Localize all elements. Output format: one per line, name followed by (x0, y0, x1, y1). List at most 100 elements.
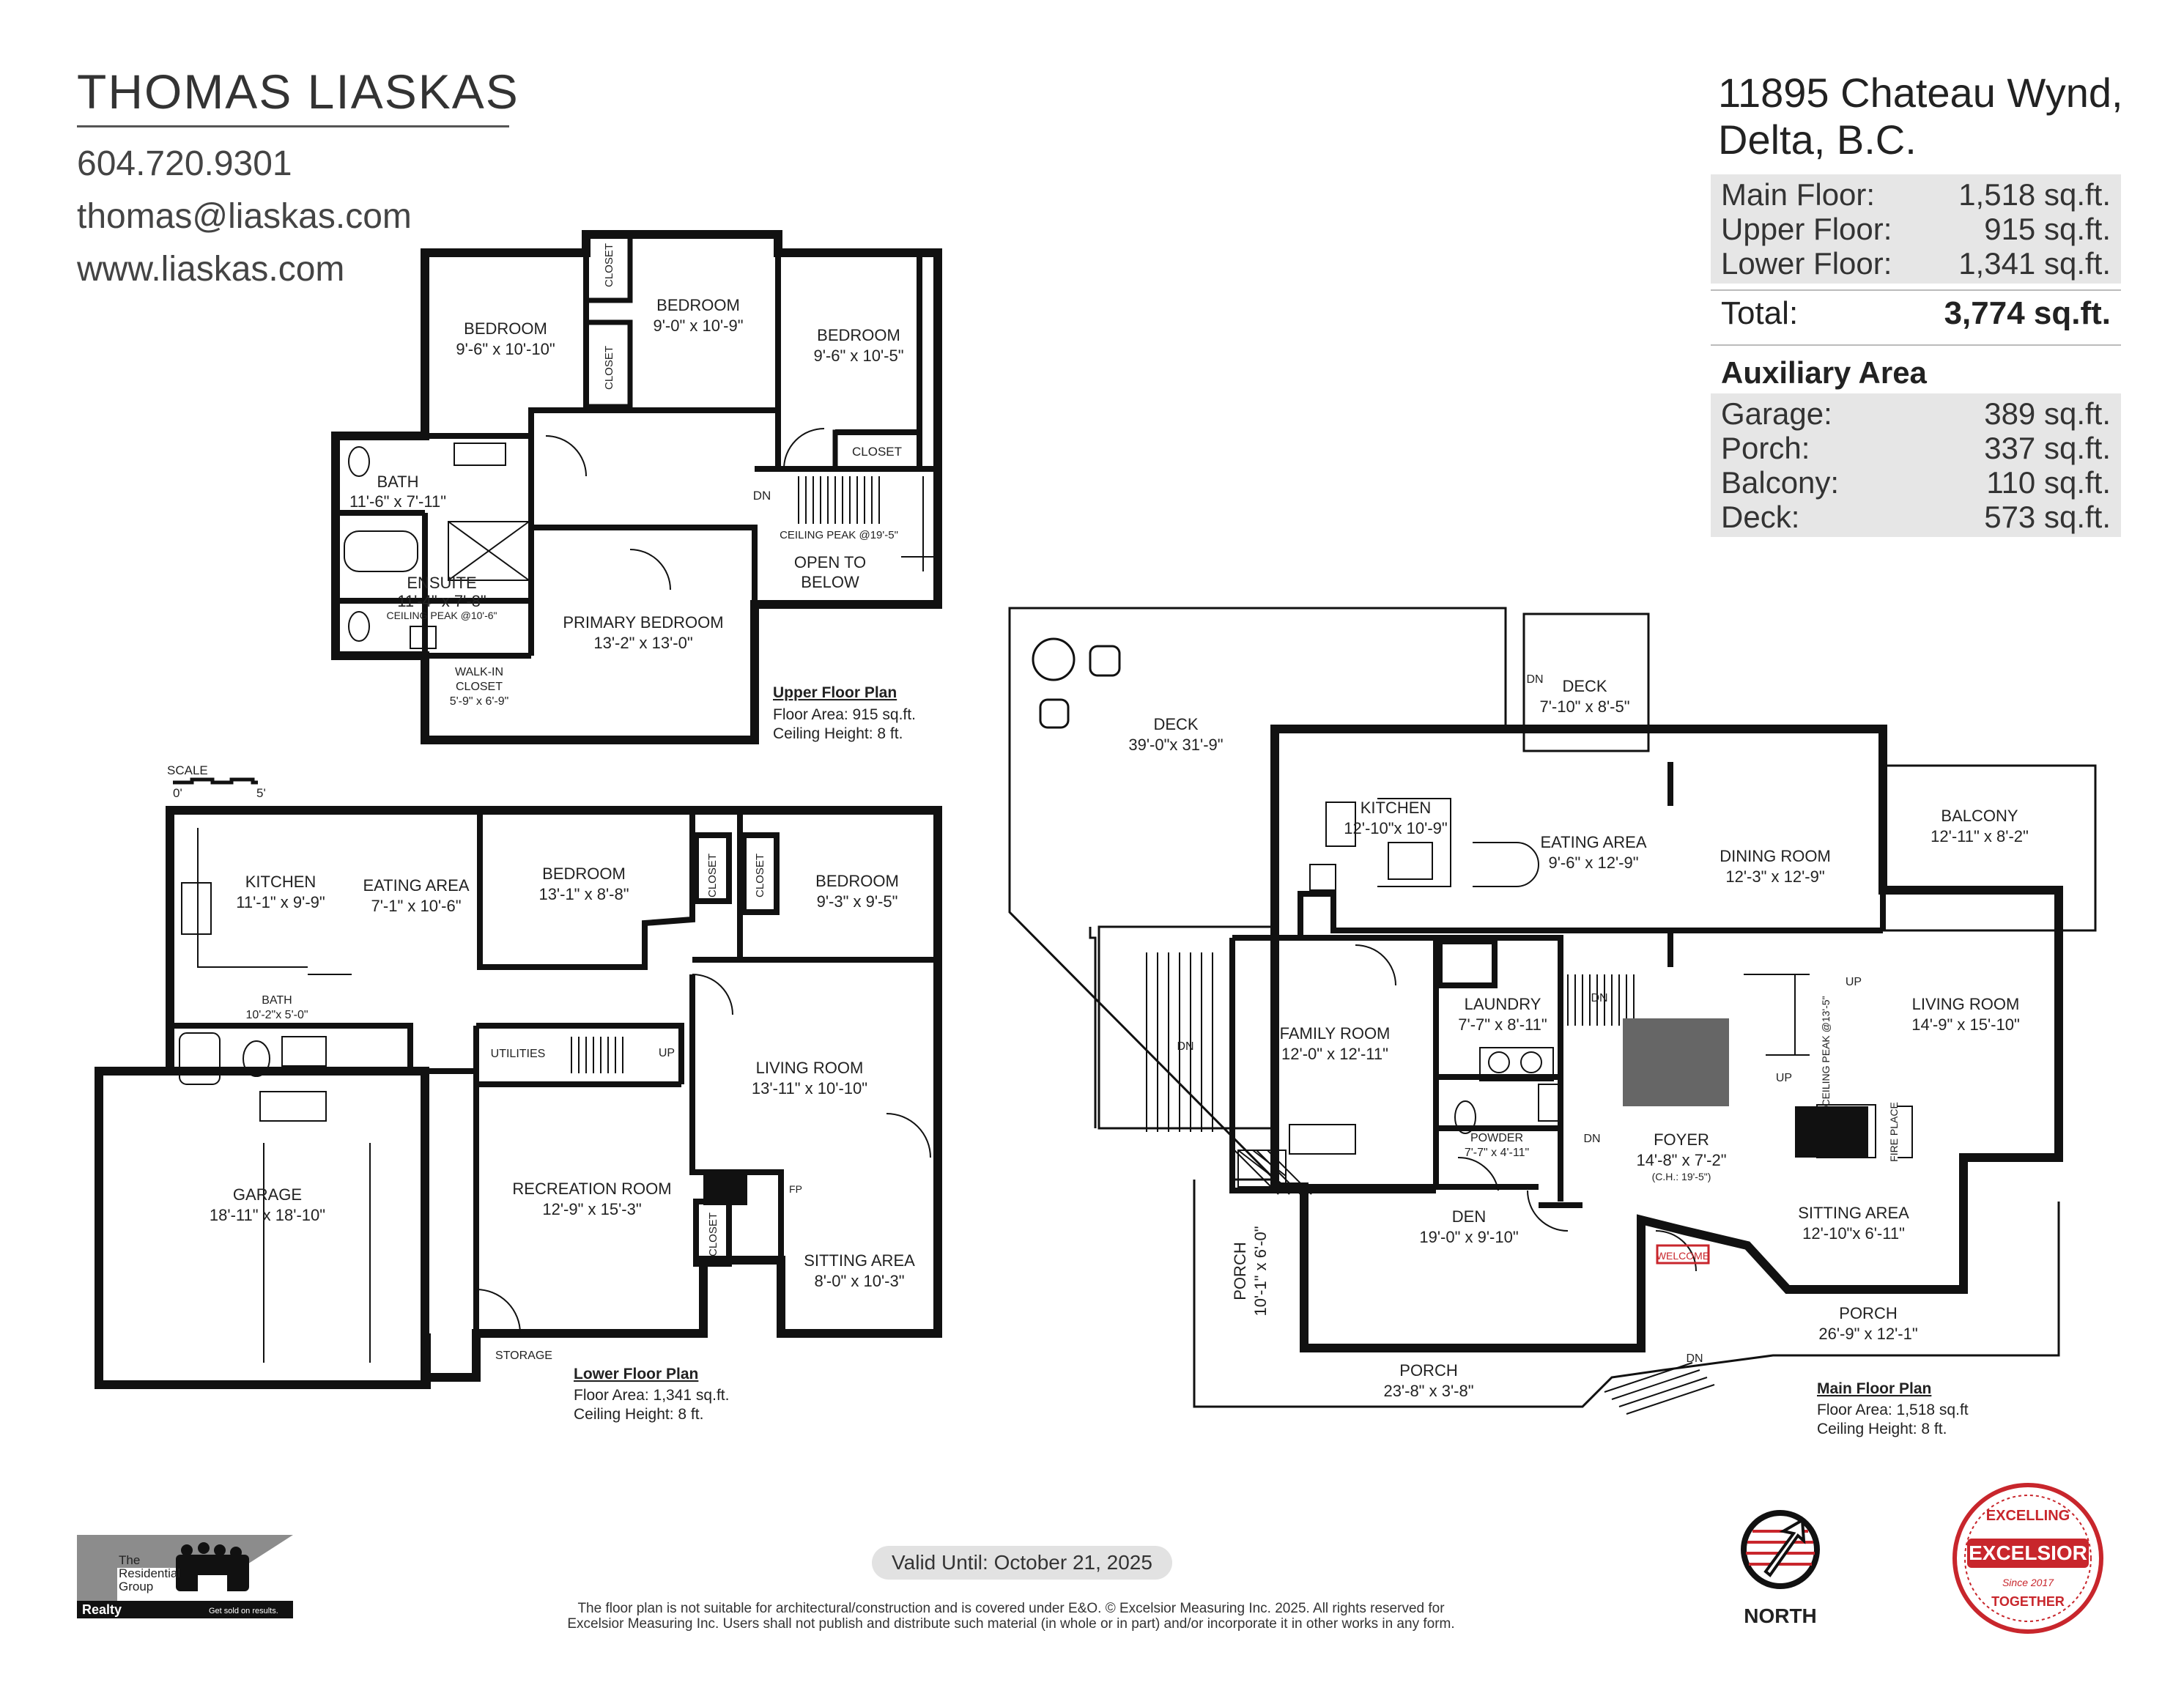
room-dim: 39'-0"x 31'-9" (1128, 736, 1223, 754)
aux-row-porch: Porch:337 sq.ft. (1711, 431, 2121, 465)
agent-phone: 604.720.9301 (77, 144, 292, 183)
room-name: SITTING AREA (804, 1251, 915, 1270)
agent-name: THOMAS LIASKAS (77, 64, 519, 119)
aux-value: 337 sq.ft. (1984, 431, 2111, 465)
room-name: GARAGE (233, 1185, 302, 1204)
room-dim: 11'-4" x 7'-8" (397, 592, 486, 610)
scale-five: 5' (256, 786, 266, 800)
total-rule-bottom (1711, 344, 2121, 346)
room-name: PORCH (1839, 1304, 1897, 1322)
room-name: BEDROOM (542, 865, 626, 883)
room-dim: 13'-2" x 13'-0" (593, 634, 692, 652)
agent-block: THOMAS LIASKAS 604.720.9301 thomas@liask… (77, 62, 519, 296)
disclaimer-line-2: Excelsior Measuring Inc. Users shall not… (567, 1616, 1455, 1632)
room-name: FOYER (1654, 1130, 1709, 1149)
room-name: ENSUITE (407, 574, 476, 592)
trg-text-residential: Residential (119, 1566, 180, 1580)
excelsior-seal-logo: EXCELSIOR EXCELLING Since 2017 TOGETHER (1952, 1483, 2103, 1634)
total-label: Total: (1721, 295, 1799, 331)
disclaimer-line-1: The floor plan is not suitable for archi… (577, 1601, 1445, 1616)
lower-floor-plan (95, 806, 942, 1389)
aux-label: Garage: (1721, 396, 1832, 431)
aux-value: 389 sq.ft. (1984, 396, 2111, 431)
property-address: 11895 Chateau Wynd, Delta, B.C. (1718, 70, 2123, 163)
room-name: BEDROOM (464, 319, 547, 338)
stair-dn-label: DN (753, 489, 771, 503)
scale-label: SCALE (167, 763, 208, 777)
scale-bar: SCALE 0' 5' (167, 763, 266, 800)
room-name: LAUNDRY (1465, 995, 1541, 1013)
room-dim: 19'-0" x 9'-10" (1419, 1228, 1518, 1246)
trg-logo: The Residential Group Realty Get sold on… (77, 1535, 293, 1618)
area-label: Lower Floor: (1721, 246, 1892, 281)
room-dim: 9'-3" x 9'-5" (817, 892, 898, 911)
room-dim: 7'-1" x 10'-6" (371, 897, 461, 915)
address-line-2: Delta, B.C. (1718, 116, 1917, 163)
aux-label: Deck: (1721, 500, 1800, 534)
room-name: KITCHEN (1361, 799, 1432, 817)
plan-ceiling: Ceiling Height: 8 ft. (773, 725, 903, 742)
upper-floor-plan (331, 230, 942, 744)
north-arrow-icon (1741, 1510, 1820, 1589)
scale-zero: 0' (173, 786, 182, 800)
room-name: DECK (1562, 677, 1607, 695)
trg-text-group: Group (119, 1580, 153, 1593)
aux-row-garage: Garage: 389 sq.ft. (1711, 396, 2121, 431)
area-label: Main Floor: (1721, 177, 1876, 212)
upper-floor-labels: BEDROOM 9'-6" x 10'-10" BEDROOM 9'-0" x … (349, 243, 904, 708)
room-name: FAMILY ROOM (1280, 1024, 1391, 1043)
stair-up-label: UP (1846, 976, 1862, 988)
aux-value: 110 sq.ft. (1986, 465, 2111, 500)
stair-dn-label: DN (1686, 1352, 1703, 1365)
room-dim: 8'-0" x 10'-3" (814, 1272, 904, 1290)
room-name: EATING AREA (1540, 833, 1646, 851)
fireplace-label: FIRE PLACE (1888, 1102, 1900, 1162)
address-line-1: 11895 Chateau Wynd, (1718, 70, 2123, 116)
room-dim: 10'-2"x 5'-0" (245, 1009, 308, 1021)
room-dim: 18'-11" x 18'-10" (210, 1206, 325, 1224)
plan-title: Upper Floor Plan (773, 684, 897, 701)
area-row-main: Main Floor:1,518 sq.ft. (1711, 177, 2121, 212)
stair-dn-label: DN (1591, 992, 1607, 1004)
disclaimer: The floor plan is not suitable for archi… (528, 1601, 1495, 1632)
area-value: 1,341 sq.ft. (1958, 246, 2111, 281)
trg-text-the: The (119, 1553, 140, 1567)
room-dim: 11'-6" x 7'-11" (349, 492, 446, 511)
aux-value: 573 sq.ft. (1984, 500, 2111, 534)
plan-title: Lower Floor Plan (574, 1366, 698, 1382)
seal-since: Since 2017 (2002, 1577, 2054, 1588)
utilities-label: UTILITIES (491, 1048, 546, 1060)
room-dim: 9'-6" x 10'-5" (813, 347, 903, 365)
room-name: LIVING ROOM (756, 1059, 864, 1077)
room-dim: 26'-9" x 12'-1" (1818, 1325, 1917, 1343)
stair-dn-label: DN (1177, 1040, 1193, 1053)
north-label: NORTH (1744, 1604, 1817, 1627)
room-name: CLOSET (456, 681, 503, 693)
room-dim: 12'-3" x 12'-9" (1725, 867, 1824, 886)
room-name: DEN (1452, 1207, 1486, 1226)
upper-plan-caption: Upper Floor Plan Floor Area: 915 sq.ft. … (773, 684, 916, 742)
stair-up-label: UP (1776, 1072, 1792, 1084)
closet-label: CLOSET (852, 445, 902, 459)
stair-up-label: UP (659, 1047, 675, 1059)
room-name: DECK (1153, 715, 1198, 733)
room-name: BEDROOM (815, 872, 899, 890)
room-dim: 13'-1" x 8'-8" (538, 885, 629, 903)
trg-tagline: Get sold on results. (209, 1607, 278, 1615)
room-name: WALK-IN (455, 666, 503, 678)
area-value: 915 sq.ft. (1984, 212, 2111, 246)
room-name: PRIMARY BEDROOM (563, 613, 723, 632)
closet-label: CLOSET (707, 1213, 719, 1256)
lower-floor-labels: KITCHEN 11'-1" x 9'-9" EATING AREA 7'-1"… (210, 854, 915, 1362)
fireplace-label: FP (789, 1183, 802, 1195)
room-name: PORCH (1399, 1361, 1457, 1380)
seal-bottom-text: TOGETHER (1991, 1594, 2065, 1609)
room-dim: 12'-10"x 10'-9" (1344, 819, 1447, 837)
room-name: DINING ROOM (1720, 847, 1831, 865)
room-dim: 14'-9" x 15'-10" (1911, 1015, 2020, 1034)
main-floor-plan (1008, 607, 2097, 1415)
floor-area-table: Main Floor:1,518 sq.ft. Upper Floor:915 … (1711, 174, 2121, 284)
room-name: SITTING AREA (1798, 1204, 1909, 1222)
aux-label: Balcony: (1721, 465, 1840, 500)
